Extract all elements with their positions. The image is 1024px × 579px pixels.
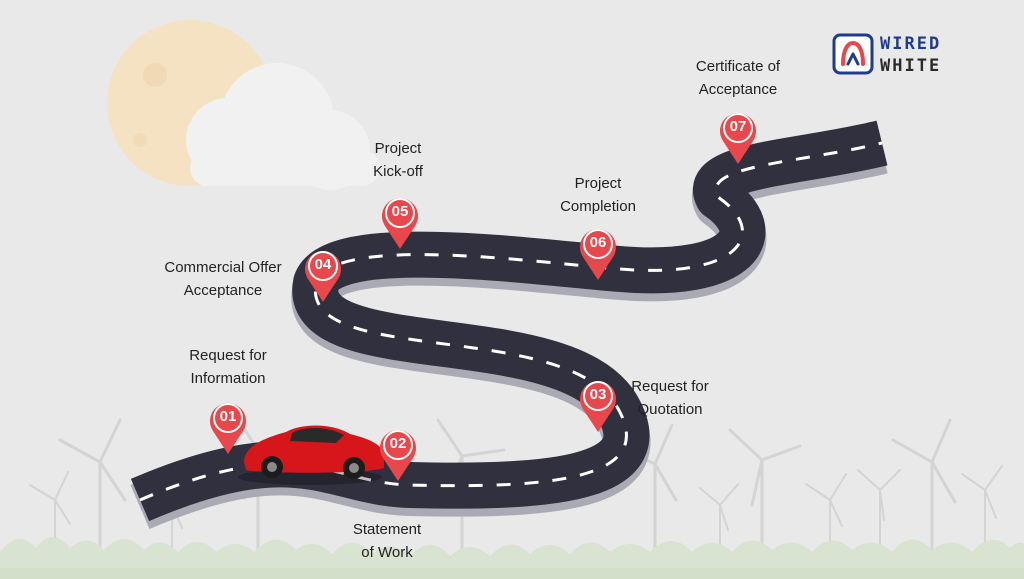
- wired-white-logo: WIRED WHITE: [832, 30, 992, 78]
- step-pin-03: 03: [577, 377, 619, 433]
- step-pin-04: 04: [302, 247, 344, 303]
- car-icon: [238, 425, 384, 485]
- step-pin-06: 06: [577, 225, 619, 281]
- map-pin-icon: [720, 113, 756, 164]
- step-label-03: Request for Quotation: [631, 378, 709, 418]
- cloud-icon: [186, 63, 380, 190]
- step-number: 03: [589, 386, 607, 403]
- step-pin-02: 02: [377, 426, 419, 482]
- logo-line-2: WHITE: [880, 56, 942, 76]
- step-number: 01: [219, 408, 237, 425]
- step-label-05: Project Kick-off: [373, 140, 423, 180]
- map-pin-icon: [382, 198, 418, 249]
- step-number: 04: [314, 256, 332, 273]
- step-label-02: Statement of Work: [352, 521, 422, 561]
- map-pin-icon: [580, 229, 616, 280]
- map-pin-icon: [580, 381, 616, 432]
- logo-line-1: WIRED: [880, 34, 942, 54]
- map-pin-icon: [210, 403, 246, 454]
- map-pin-icon: [380, 430, 416, 481]
- step-number: 07: [729, 118, 747, 135]
- step-number: 06: [589, 234, 607, 251]
- step-pin-01: 01: [207, 399, 249, 455]
- step-pin-05: 05: [379, 194, 421, 250]
- step-label-04: Commercial Offer Acceptance: [164, 259, 282, 299]
- step-label-01: Request for Information: [189, 347, 267, 387]
- step-number: 05: [391, 203, 409, 220]
- step-number: 02: [389, 435, 407, 452]
- step-label-07: Certificate of Acceptance: [695, 58, 781, 98]
- road: [130, 120, 888, 530]
- map-pin-icon: [305, 251, 341, 302]
- tree-line: [0, 537, 1024, 579]
- step-label-06: Project Completion: [560, 175, 636, 215]
- step-pin-07: 07: [717, 109, 759, 165]
- logo-mark-icon: [832, 33, 874, 75]
